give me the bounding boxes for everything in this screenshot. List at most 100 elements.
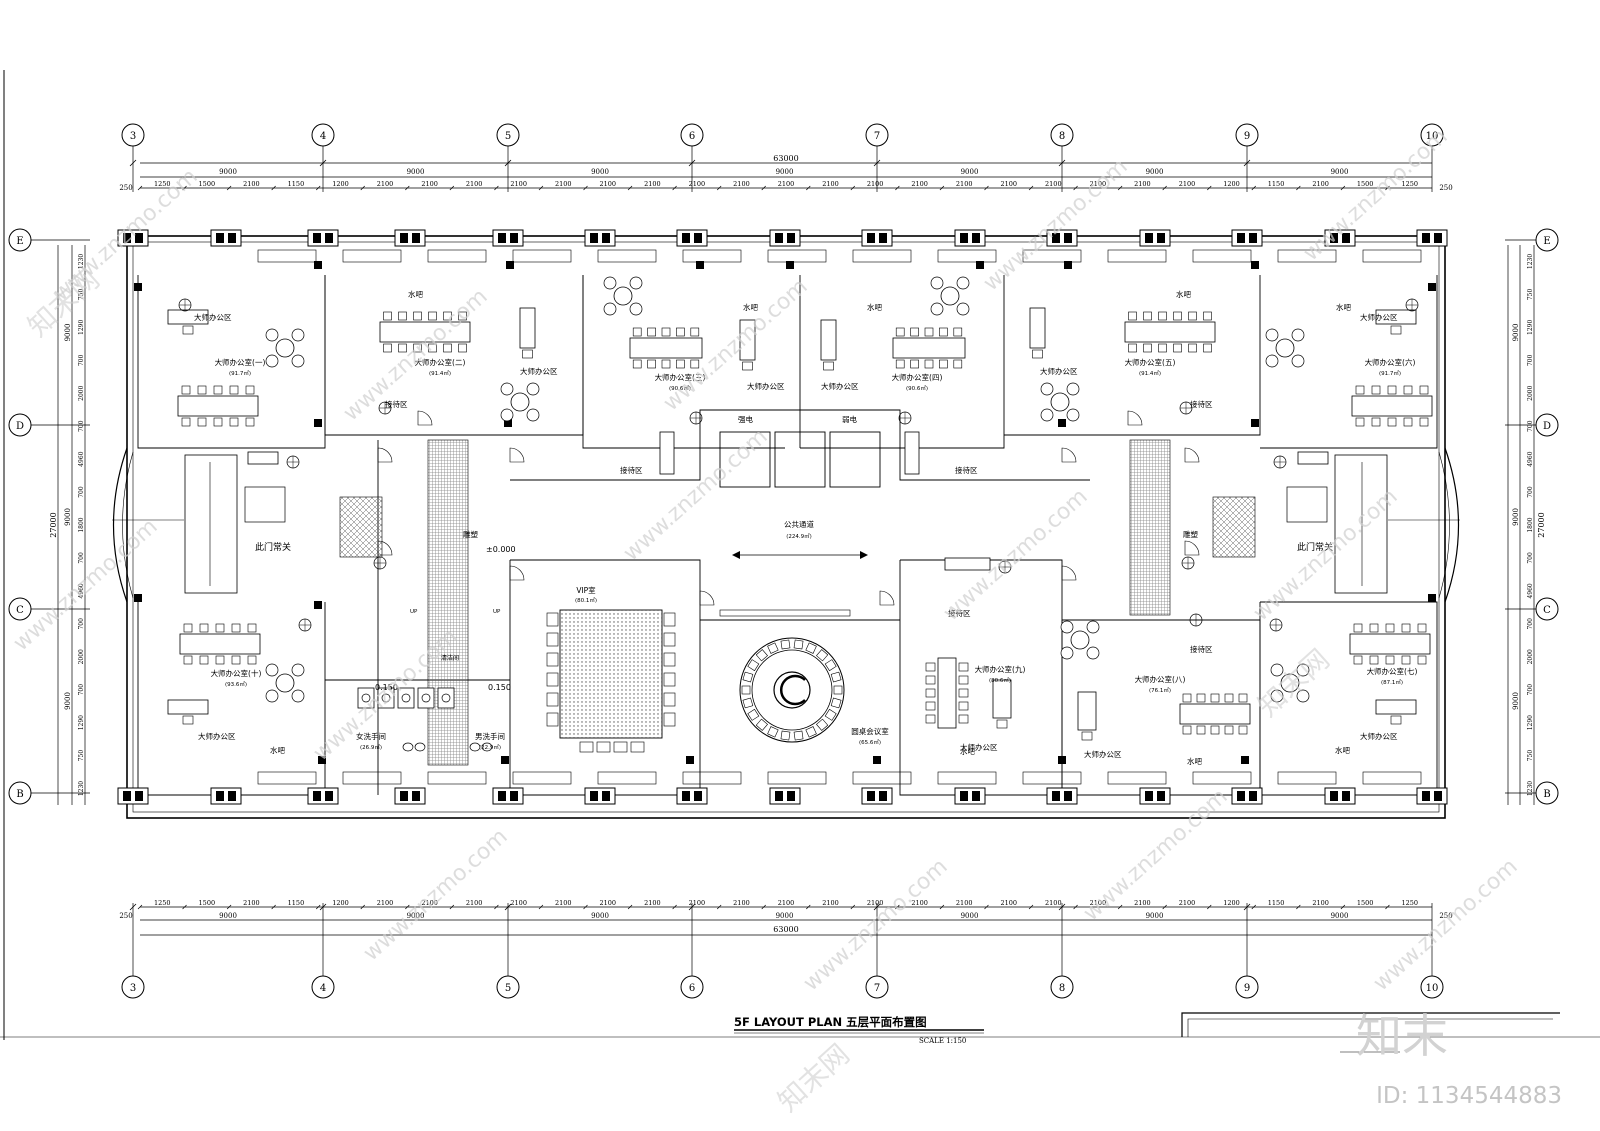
office-area-label: 大师办公区 xyxy=(198,731,236,741)
grid-label-top: 3 xyxy=(130,131,136,142)
weak-power-label: 弱电 xyxy=(842,414,857,424)
watermark-brand: 知末 xyxy=(1356,1009,1448,1063)
office-1-name: 大师办公室(一) xyxy=(215,357,266,367)
top-sub-dimension: 1200 xyxy=(1223,180,1240,188)
bottom-sub-dimension: 1250 xyxy=(1401,899,1418,907)
wash-basin xyxy=(469,742,481,752)
strong-power-label: 强电 xyxy=(738,414,753,424)
round-table-chair xyxy=(767,642,779,654)
right-sub-dimension: 2000 xyxy=(1527,385,1534,400)
structural-column xyxy=(1064,261,1072,269)
sofa xyxy=(904,431,920,475)
grid-label-top: 5 xyxy=(505,131,511,142)
conference-table xyxy=(892,327,966,369)
bottom-sub-dimension: 2100 xyxy=(822,899,839,907)
structural-column xyxy=(506,261,514,269)
window-bottom xyxy=(257,771,317,785)
bottom-sub-dimension: 2100 xyxy=(600,899,617,907)
grid-label-right: C xyxy=(1543,605,1551,616)
top-edge-offset-right: 250 xyxy=(1439,184,1452,192)
top-bay-dimension: 9000 xyxy=(407,168,425,176)
window-top xyxy=(1107,249,1167,263)
window-top xyxy=(767,249,827,263)
lounge-set xyxy=(265,663,305,703)
watermark-site: www.znzmo.com xyxy=(1079,784,1233,926)
bottom-sub-dimension: 2100 xyxy=(644,899,661,907)
structural-column xyxy=(1251,261,1259,269)
round-table-chair xyxy=(824,659,837,672)
door-swing xyxy=(879,590,895,606)
level-150-mark: 0.150 xyxy=(375,683,398,692)
top-bay-dimension: 9000 xyxy=(961,168,979,176)
vip-chair xyxy=(663,692,676,707)
wash-basin xyxy=(402,742,414,752)
reception-label: 接待区 xyxy=(955,465,978,475)
office-desk xyxy=(820,319,837,371)
structural-column xyxy=(1058,756,1066,764)
top-sub-dimension: 1250 xyxy=(154,180,171,188)
bottom-sub-dimension: 2100 xyxy=(956,899,973,907)
window-top xyxy=(427,249,487,263)
top-sub-dimension: 1150 xyxy=(1268,180,1285,188)
window-bottom xyxy=(1022,771,1082,785)
window-bottom xyxy=(767,771,827,785)
office-area-label: 大师办公区 xyxy=(821,381,859,391)
right-sub-dimension: 1290 xyxy=(1527,320,1534,335)
left-sub-dimension: 700 xyxy=(78,354,85,366)
left-sub-dimension: 1290 xyxy=(78,715,85,730)
office-9-name: 大师办公室(九) xyxy=(975,664,1026,674)
door-swing xyxy=(377,540,393,556)
left-sub-dimension: 1230 xyxy=(78,254,85,269)
structural-column xyxy=(318,756,326,764)
office-area-label: 大师办公区 xyxy=(520,366,558,376)
top-sub-dimension: 2100 xyxy=(377,180,394,188)
bottom-sub-dimension: 1250 xyxy=(154,899,171,907)
office-3-name: 大师办公室(三) xyxy=(655,372,706,382)
water-bar-label: 水吧 xyxy=(867,302,882,312)
wash-basin xyxy=(414,742,426,752)
top-sub-dimension: 2100 xyxy=(1090,180,1107,188)
window-top xyxy=(1277,249,1337,263)
structural-column xyxy=(501,756,509,764)
window-bottom xyxy=(1277,771,1337,785)
left-sub-dimension: 750 xyxy=(78,750,85,762)
office-4-name: 大师办公室(四) xyxy=(892,372,943,382)
vip-chair xyxy=(546,712,559,727)
facade-column xyxy=(492,787,524,805)
office-6-name: 大师办公室(六) xyxy=(1365,357,1416,367)
structural-column xyxy=(504,419,512,427)
right-sub-dimension: 2000 xyxy=(1527,649,1534,664)
facade-column xyxy=(1416,229,1448,247)
window-bottom xyxy=(682,771,742,785)
cleaning-room-label: 清洁间 xyxy=(441,654,459,662)
bottom-sub-dimension: 2100 xyxy=(377,899,394,907)
bottom-sub-dimension: 2100 xyxy=(1179,899,1196,907)
right-sub-dimension: 700 xyxy=(1527,552,1534,564)
left-bay-dimension: 9000 xyxy=(64,324,72,342)
window-top xyxy=(682,249,742,263)
toilet-stall xyxy=(437,687,455,709)
bottom-sub-dimension: 2100 xyxy=(689,899,706,907)
office-area-label: 大师办公区 xyxy=(1360,731,1398,741)
facade-column xyxy=(584,229,616,247)
round-table-chair xyxy=(830,697,842,709)
office-area-label: 大师办公区 xyxy=(747,381,785,391)
top-bay-dimension: 9000 xyxy=(776,168,794,176)
office-8-name: 大师办公室(八) xyxy=(1135,674,1186,684)
vip-chair xyxy=(546,692,559,707)
office-7-name: 大师办公室(七) xyxy=(1367,666,1418,676)
top-sub-dimension: 1200 xyxy=(332,180,349,188)
toilet-stall xyxy=(397,687,415,709)
water-bar-label: 水吧 xyxy=(1187,756,1203,766)
vip-chair xyxy=(546,672,559,687)
top-sub-dimension: 2100 xyxy=(1000,180,1017,188)
bottom-sub-dimension: 1150 xyxy=(288,899,305,907)
right-sub-dimension: 700 xyxy=(1527,420,1534,432)
sofa xyxy=(247,451,279,465)
bottom-edge-offset-left: 250 xyxy=(119,912,132,920)
facade-column xyxy=(492,229,524,247)
top-sub-dimension: 1150 xyxy=(288,180,305,188)
window-bottom xyxy=(1362,771,1422,785)
facade-column xyxy=(394,229,426,247)
